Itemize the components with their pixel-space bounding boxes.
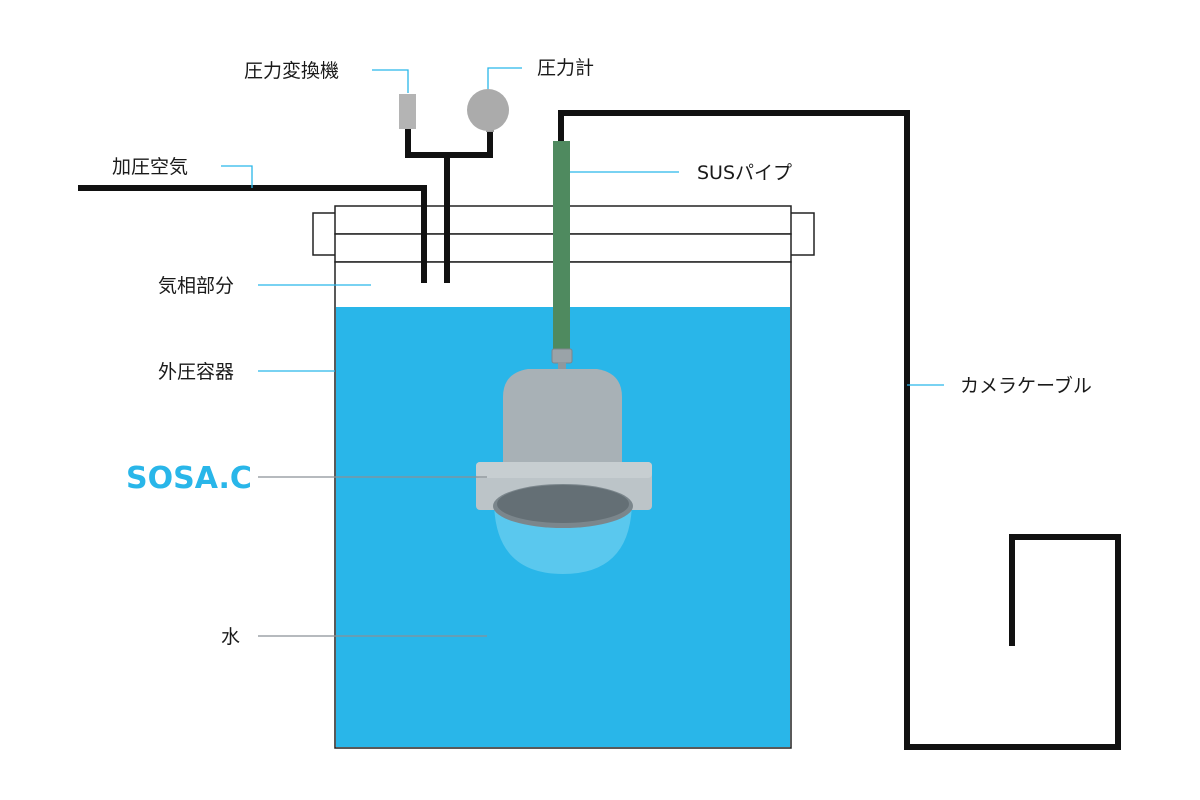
lid-left-tab bbox=[312, 212, 338, 256]
lid-right-tab bbox=[789, 212, 815, 256]
sosac-camera bbox=[476, 369, 652, 574]
label-camera-cable: カメラケーブル bbox=[960, 374, 1092, 397]
air-supply-pipe bbox=[78, 185, 427, 283]
leader-pressure-gauge bbox=[487, 67, 522, 89]
camera-flange-top bbox=[476, 462, 652, 478]
label-pressure-transducer: 圧力変換機 bbox=[244, 60, 339, 82]
label-pressure-gauge: 圧力計 bbox=[537, 57, 594, 79]
leader-pressurized-air bbox=[221, 165, 253, 188]
sus-pipe bbox=[553, 141, 570, 351]
camera-body bbox=[503, 369, 622, 466]
camera-lens bbox=[497, 485, 629, 523]
leader-pressure-transducer bbox=[372, 69, 409, 93]
label-outer-vessel: 外圧容器 bbox=[158, 361, 234, 383]
label-pressurized-air: 加圧空気 bbox=[112, 156, 188, 178]
pipe-connector bbox=[551, 348, 573, 364]
label-sus-pipe: SUSパイプ bbox=[697, 162, 792, 184]
instrument-pipe-branch bbox=[405, 128, 493, 158]
label-sosac: SOSA.C bbox=[126, 461, 252, 496]
camera-cable bbox=[558, 110, 1121, 750]
pressure-gauge bbox=[467, 89, 509, 131]
label-water: 水 bbox=[221, 626, 240, 648]
label-gas-phase: 気相部分 bbox=[158, 275, 234, 297]
pressure-transducer bbox=[399, 94, 416, 129]
pipe-neck bbox=[558, 362, 566, 371]
